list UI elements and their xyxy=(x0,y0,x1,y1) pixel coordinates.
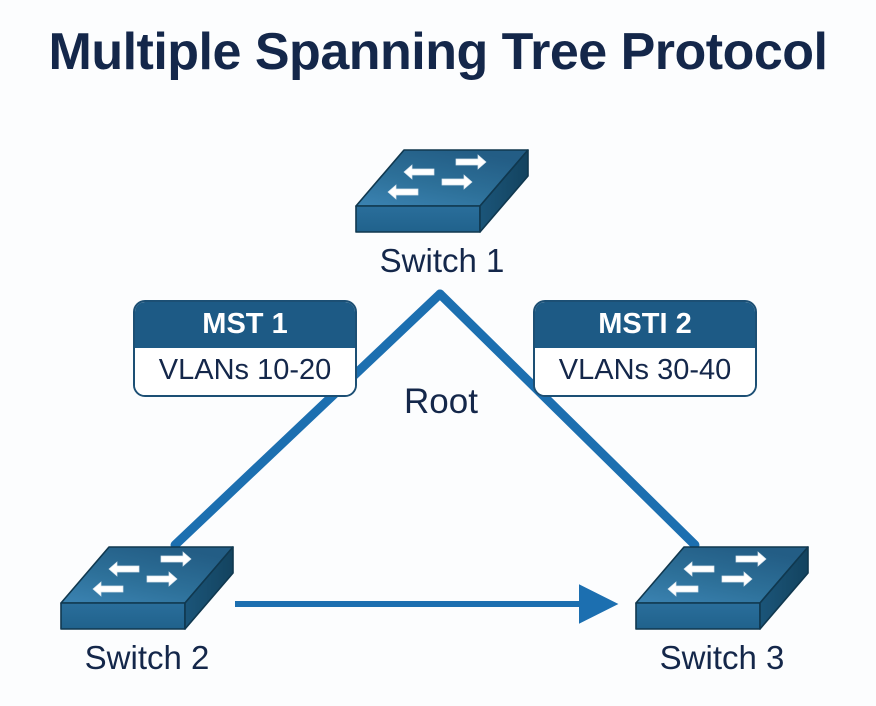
mst-instance-box-2[interactable]: MSTI 2 VLANs 30-40 xyxy=(533,300,757,397)
mst-instance-2-name: MSTI 2 xyxy=(535,302,755,349)
switch2-label: Switch 2 xyxy=(84,639,210,676)
mst-instance-box-1[interactable]: MST 1 VLANs 10-20 xyxy=(133,300,357,397)
network-switch-icon xyxy=(60,546,234,630)
mst-instance-1-name: MST 1 xyxy=(135,302,355,349)
switch1-label: Switch 1 xyxy=(379,242,505,279)
node-switch2[interactable]: Switch 2 xyxy=(57,533,237,677)
page-title: Multiple Spanning Tree Protocol xyxy=(48,23,829,81)
node-switch1[interactable]: Switch 1 xyxy=(352,136,532,280)
switch3-label: Switch 3 xyxy=(659,639,785,676)
mst-instance-2-vlans: VLANs 30-40 xyxy=(535,348,755,395)
root-annotation: Root xyxy=(404,382,478,421)
node-switch3[interactable]: Switch 3 xyxy=(632,533,812,677)
link-switch1-switch2 xyxy=(170,289,445,550)
network-switch-icon xyxy=(355,149,529,233)
mst-instance-1-vlans: VLANs 10-20 xyxy=(135,348,355,395)
network-switch-icon xyxy=(635,546,809,630)
link-switch1-switch3 xyxy=(435,289,700,550)
